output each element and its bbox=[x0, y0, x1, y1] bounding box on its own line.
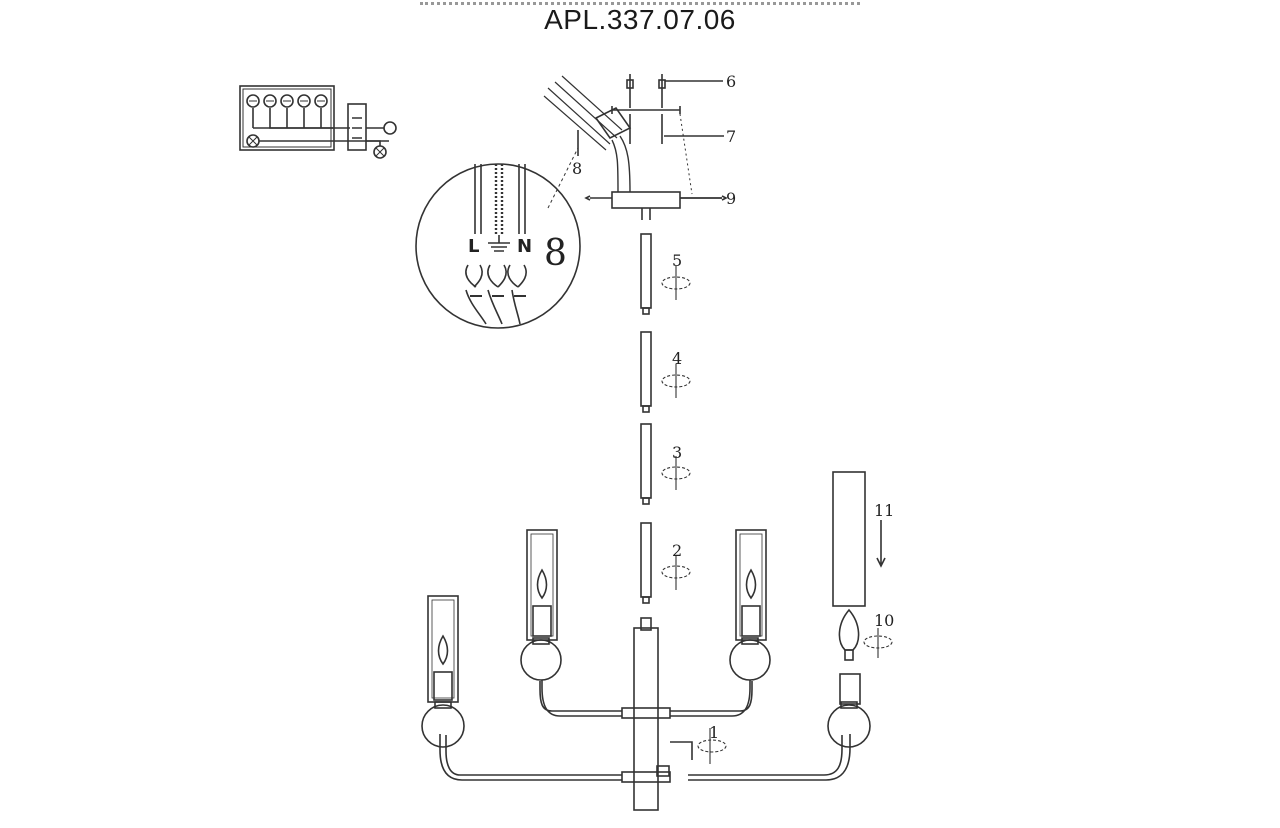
page-title: APL.337.07.06 bbox=[544, 4, 736, 35]
callout-7: 7 bbox=[726, 127, 736, 146]
terminal-block-schematic bbox=[239, 85, 397, 159]
rotate-arrow-icon bbox=[661, 266, 893, 764]
glass-shade-left bbox=[427, 595, 459, 703]
callout-3: 3 bbox=[672, 443, 682, 462]
mounting-bracket bbox=[611, 106, 693, 195]
callout-9: 9 bbox=[726, 189, 736, 208]
detail-leader bbox=[547, 147, 579, 209]
ceiling-canopy bbox=[584, 191, 728, 220]
stem-rod-5 bbox=[640, 233, 652, 315]
arm-globes bbox=[421, 637, 871, 748]
lamp-bulb-icon bbox=[745, 568, 757, 600]
callout-8: 8 bbox=[572, 159, 582, 178]
ground-symbol-icon bbox=[488, 235, 510, 252]
central-body bbox=[621, 617, 693, 811]
callout-6: 6 bbox=[726, 72, 736, 91]
loose-bulb bbox=[838, 608, 860, 661]
glass-shade-upper-left bbox=[526, 529, 558, 641]
callout-10: 10 bbox=[874, 611, 894, 630]
neutral-label: N bbox=[517, 236, 532, 257]
cable-bundle bbox=[543, 75, 632, 193]
cropped-header-line bbox=[420, 0, 860, 5]
glass-shade-exploded bbox=[832, 471, 886, 607]
upper-arms bbox=[539, 680, 753, 717]
lower-arms bbox=[439, 734, 851, 781]
callout-1: 1 bbox=[709, 723, 719, 742]
callout-4: 4 bbox=[672, 349, 682, 368]
wiring-detail-circle bbox=[415, 163, 581, 329]
detail-number: 8 bbox=[544, 233, 567, 274]
terminal-screw-icon bbox=[246, 94, 328, 108]
lamp-socket bbox=[839, 673, 861, 705]
callout-11: 11 bbox=[874, 501, 894, 520]
lamp-bulb-icon bbox=[838, 608, 860, 651]
stem-rod-3 bbox=[640, 423, 652, 505]
mounting-screws bbox=[626, 74, 666, 108]
live-label: L bbox=[468, 236, 479, 257]
callout-5: 5 bbox=[672, 251, 682, 270]
stem-rod-2 bbox=[640, 522, 652, 604]
callout-2: 2 bbox=[672, 541, 682, 560]
lamp-bulb-icon bbox=[536, 568, 548, 600]
lamp-bulb-icon bbox=[437, 634, 449, 666]
glass-shade-upper-right bbox=[735, 529, 767, 641]
stem-rod-4 bbox=[640, 331, 652, 413]
